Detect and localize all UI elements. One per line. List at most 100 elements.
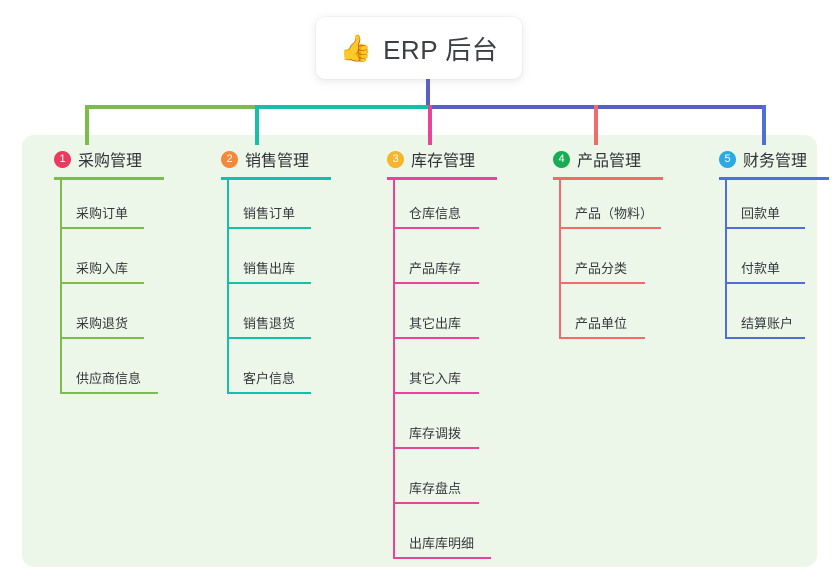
seg-green xyxy=(85,105,257,109)
menu-item-rule xyxy=(62,392,158,394)
column-index-badge: 1 xyxy=(54,150,71,168)
menu-item[interactable]: 采购入库 xyxy=(62,235,178,290)
drop-finance xyxy=(762,105,766,145)
menu-item-rule xyxy=(395,557,491,559)
menu-item[interactable]: 其它出库 xyxy=(395,290,511,345)
menu-item-rule xyxy=(229,227,311,229)
column-header-4[interactable]: 4 产品管理 xyxy=(537,147,677,171)
menu-item-label: 付款单 xyxy=(741,261,781,276)
menu-item-label: 其它出库 xyxy=(409,316,462,331)
menu-item[interactable]: 产品库存 xyxy=(395,235,511,290)
column-index-badge: 4 xyxy=(553,150,570,168)
menu-item[interactable]: 采购退货 xyxy=(62,290,178,345)
menu-item-rule xyxy=(395,282,479,284)
menu-item-label: 产品（物料） xyxy=(575,206,654,221)
menu-item[interactable]: 付款单 xyxy=(727,235,839,290)
column-header-rule xyxy=(54,177,164,180)
column-index-badge: 3 xyxy=(387,150,404,168)
menu-item[interactable]: 销售订单 xyxy=(229,180,345,235)
column-spine xyxy=(559,180,561,339)
column-spine xyxy=(725,180,727,339)
menu-item[interactable]: 仓库信息 xyxy=(395,180,511,235)
menu-item-label: 供应商信息 xyxy=(76,371,142,386)
menu-item-label: 结算账户 xyxy=(741,316,794,331)
drop-inventory xyxy=(428,105,432,145)
menu-item-label: 产品单位 xyxy=(575,316,628,331)
menu-item-label: 仓库信息 xyxy=(409,206,462,221)
menu-item[interactable]: 采购订单 xyxy=(62,180,178,235)
menu-item[interactable]: 产品分类 xyxy=(561,235,677,290)
column-title: 产品管理 xyxy=(577,153,642,170)
menu-item[interactable]: 其它入库 xyxy=(395,345,511,400)
menu-item-rule xyxy=(395,227,479,229)
column-index-badge: 2 xyxy=(221,150,238,168)
menu-item-label: 销售退货 xyxy=(243,316,296,331)
menu-item-label: 库存盘点 xyxy=(409,481,462,496)
menu-item-label: 销售出库 xyxy=(243,261,296,276)
menu-item-label: 采购入库 xyxy=(76,261,129,276)
menu-item[interactable]: 库存盘点 xyxy=(395,455,511,510)
menu-item-rule xyxy=(395,337,479,339)
menu-item-rule xyxy=(561,282,645,284)
menu-item[interactable]: 销售退货 xyxy=(229,290,345,345)
menu-item[interactable]: 销售出库 xyxy=(229,235,345,290)
menu-item[interactable]: 产品单位 xyxy=(561,290,677,345)
column-header-rule xyxy=(387,177,497,180)
menu-item-label: 采购订单 xyxy=(76,206,129,221)
seg-teal xyxy=(255,105,430,109)
menu-item-rule xyxy=(62,337,144,339)
menu-item-label: 产品库存 xyxy=(409,261,462,276)
drop-sales xyxy=(255,105,259,145)
menu-item[interactable]: 结算账户 xyxy=(727,290,839,345)
menu-item-rule xyxy=(561,337,645,339)
menu-item-label: 回款单 xyxy=(741,206,781,221)
menu-item-label: 销售订单 xyxy=(243,206,296,221)
diagram-background-panel xyxy=(22,135,817,567)
column-spine xyxy=(393,180,395,559)
menu-item[interactable]: 产品（物料） xyxy=(561,180,677,235)
drop-purchasing xyxy=(85,105,89,145)
column-4: 4 产品管理产品（物料） 产品分类产品单位 xyxy=(537,147,677,345)
column-header-1[interactable]: 1 采购管理 xyxy=(38,147,178,171)
column-header-rule xyxy=(553,177,663,180)
column-header-3[interactable]: 3 库存管理 xyxy=(371,147,511,171)
column-title: 采购管理 xyxy=(78,153,143,170)
column-items: 仓库信息产品库存其它出库其它入库库存调拨库存盘点出库库明细 xyxy=(393,180,511,565)
menu-item-label: 产品分类 xyxy=(575,261,628,276)
column-header-rule xyxy=(719,177,829,180)
menu-item-rule xyxy=(561,227,661,229)
menu-item-rule xyxy=(229,282,311,284)
column-items: 产品（物料） 产品分类产品单位 xyxy=(559,180,677,345)
column-title: 库存管理 xyxy=(411,153,476,170)
menu-item[interactable]: 供应商信息 xyxy=(62,345,178,400)
root-node-title: ERP 后台 xyxy=(383,34,499,65)
thumbs-up-icon: 👍 xyxy=(339,33,373,63)
menu-item-rule xyxy=(395,502,479,504)
menu-item-label: 库存调拨 xyxy=(409,426,462,441)
menu-item-rule xyxy=(727,227,805,229)
menu-item-rule xyxy=(62,282,144,284)
menu-item-label: 出库库明细 xyxy=(409,536,475,551)
menu-item-label: 采购退货 xyxy=(76,316,129,331)
menu-item-rule xyxy=(727,337,805,339)
column-3: 3 库存管理仓库信息产品库存其它出库其它入库库存调拨库存盘点出库库明细 xyxy=(371,147,511,565)
menu-item-rule xyxy=(229,392,311,394)
column-1: 1 采购管理采购订单采购入库采购退货供应商信息 xyxy=(38,147,178,400)
menu-item[interactable]: 客户信息 xyxy=(229,345,345,400)
menu-item[interactable]: 出库库明细 xyxy=(395,510,511,565)
column-spine xyxy=(227,180,229,394)
menu-item-label: 客户信息 xyxy=(243,371,296,386)
menu-item-rule xyxy=(62,227,144,229)
root-node-erp-backend[interactable]: 👍 ERP 后台 xyxy=(316,17,522,79)
menu-item-label: 其它入库 xyxy=(409,371,462,386)
menu-item-rule xyxy=(395,392,479,394)
menu-item[interactable]: 库存调拨 xyxy=(395,400,511,455)
column-index-badge: 5 xyxy=(719,150,736,168)
column-items: 销售订单销售出库销售退货客户信息 xyxy=(227,180,345,400)
menu-item[interactable]: 回款单 xyxy=(727,180,839,235)
